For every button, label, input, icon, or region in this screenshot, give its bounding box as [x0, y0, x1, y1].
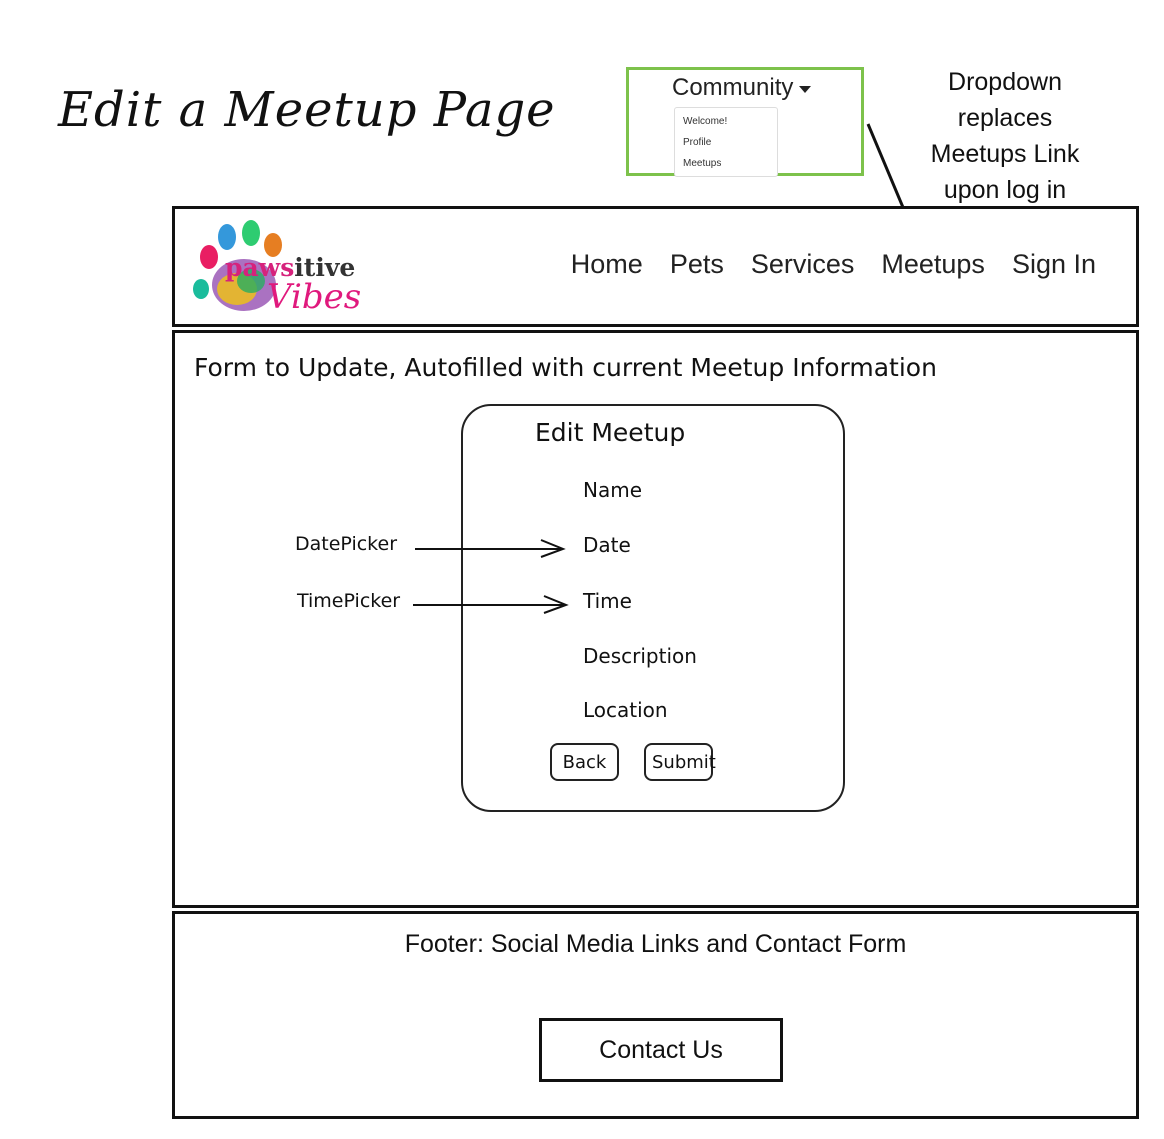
- note-line: upon log in: [943, 176, 1067, 204]
- field-name[interactable]: Name: [583, 478, 643, 502]
- caret-down-icon: [799, 85, 812, 93]
- logo[interactable]: pawsitive Vibes: [189, 217, 369, 321]
- dropdown-toggle-label: Community: [672, 74, 794, 101]
- dropdown-item-meetups[interactable]: Meetups: [683, 158, 722, 169]
- field-description[interactable]: Description: [583, 644, 697, 668]
- logo-wordmark-top: pawsitive: [225, 253, 355, 282]
- contact-us-button[interactable]: Contact Us: [539, 1018, 783, 1082]
- note-line: Meetups Link: [930, 140, 1080, 168]
- dropdown-menu: Welcome! Profile Meetups: [674, 107, 778, 177]
- main-caption: Form to Update, Autofilled with current …: [194, 353, 937, 382]
- field-location[interactable]: Location: [583, 698, 668, 722]
- form-title: Edit Meetup: [535, 418, 686, 447]
- paw-print-icon: [193, 220, 282, 311]
- nav-home[interactable]: Home: [570, 249, 643, 279]
- dropdown-note: Dropdown replaces Meetups Link upon log …: [905, 64, 1105, 208]
- submit-button[interactable]: Submit: [644, 743, 716, 781]
- nav-sign-in[interactable]: Sign In: [1011, 249, 1096, 279]
- timepicker-note: TimePicker: [297, 590, 401, 612]
- nav-pets[interactable]: Pets: [669, 249, 724, 279]
- site-footer: Footer: Social Media Links and Contact F…: [172, 911, 1139, 1119]
- main-content: Form to Update, Autofilled with current …: [172, 330, 1139, 908]
- logo-paws: paws: [225, 253, 295, 282]
- nav-meetups[interactable]: Meetups: [881, 249, 985, 279]
- footer-caption: Footer: Social Media Links and Contact F…: [404, 930, 907, 958]
- page-title: Edit a Meetup Page: [58, 82, 556, 138]
- field-time[interactable]: Time: [583, 589, 632, 613]
- field-date[interactable]: Date: [583, 533, 631, 557]
- note-line: replaces: [957, 104, 1053, 132]
- logo-wordmark-bottom: Vibes: [267, 277, 362, 317]
- site-header: pawsitive Vibes Home Pets Services Meetu…: [172, 206, 1139, 327]
- back-button[interactable]: Back: [550, 743, 619, 781]
- dropdown-item-profile[interactable]: Profile: [683, 137, 712, 148]
- note-line: Dropdown: [948, 68, 1062, 96]
- edit-meetup-form: Edit Meetup Name Date Time Description L…: [461, 404, 845, 812]
- nav-services[interactable]: Services: [750, 249, 855, 279]
- main-nav: Home Pets Services Meetups Sign In: [571, 249, 1096, 280]
- datepicker-note: DatePicker: [295, 533, 398, 555]
- logo-itive: itive: [294, 253, 356, 282]
- dropdown-preview: Community Welcome! Profile Meetups: [626, 67, 864, 177]
- dropdown-item-welcome[interactable]: Welcome!: [683, 116, 728, 127]
- community-dropdown-toggle[interactable]: Community: [672, 74, 812, 102]
